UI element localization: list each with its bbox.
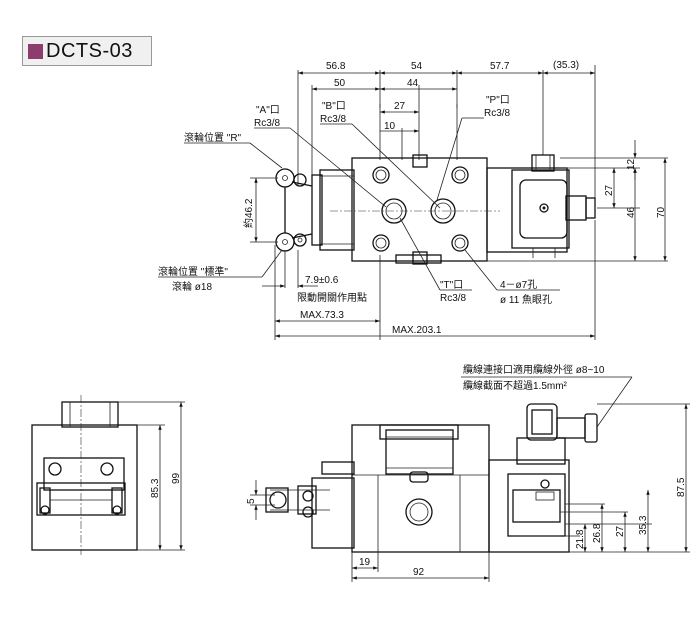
dim-5: 5 (246, 498, 257, 504)
page-title: DCTS-03 (46, 39, 133, 62)
dim-99: 99 (171, 472, 182, 484)
top-view: 56.8 54 57.7 (35.3) 50 44 27 10 (158, 60, 668, 340)
dim-57-7: 57.7 (490, 61, 510, 72)
dim-max-73-3: MAX.73.3 (300, 310, 344, 321)
dim-56-8: 56.8 (326, 61, 346, 72)
dim-27-right: 27 (604, 184, 615, 196)
dim-35-3-front: 35.3 (638, 515, 649, 535)
dim-21-8: 21.8 (575, 529, 586, 549)
port-t-label: "T"口 (440, 280, 463, 291)
port-p-thread: Rc3/8 (484, 108, 511, 119)
dim-max-203-1: MAX.203.1 (392, 325, 442, 336)
dim-27-front: 27 (615, 525, 626, 537)
port-circles (372, 166, 469, 252)
dim-50: 50 (334, 78, 346, 89)
dim-19: 19 (359, 557, 371, 568)
dim-44: 44 (407, 78, 419, 89)
dim-27-top: 27 (394, 101, 406, 112)
port-b-thread: Rc3/8 (320, 114, 347, 125)
roller-std-label: 滾輪位置 "標準" (158, 265, 228, 278)
dim-70: 70 (656, 206, 667, 218)
left-side-view: 85.3 99 (31, 395, 185, 555)
roller-r-label: 滾輪位置 "R" (184, 131, 242, 144)
limit-point-label: 限動開關作用點 (297, 291, 367, 304)
cable-note-2: 纜線截面不超過1.5mm² (463, 379, 568, 392)
port-p-label: "P"口 (486, 95, 510, 106)
holes-label: 4－ø7孔 (500, 279, 537, 291)
counterbore-label: ø 11 魚眼孔 (500, 293, 552, 306)
dim-26-8: 26.8 (592, 523, 603, 543)
dim-85-3: 85.3 (150, 478, 161, 498)
port-a-label: "A"口 (256, 105, 280, 116)
cable-note-1: 纜線連接口適用纜線外徑 ø8~10 (463, 363, 605, 376)
dim-12: 12 (626, 158, 637, 170)
dim-10: 10 (384, 121, 396, 132)
dim-stroke: 7.9±0.6 (305, 275, 339, 286)
title-box: DCTS-03 (22, 36, 152, 66)
port-b-label: "B"口 (322, 101, 346, 112)
port-t-thread: Rc3/8 (440, 293, 467, 304)
roller-dia-label: 滾輪 ø18 (172, 280, 212, 293)
dim-46-2: 約46.2 (242, 198, 255, 228)
dim-35-3: (35.3) (553, 60, 579, 71)
front-view: 5 19 92 87.5 21.8 26.8 27 35.3 纜線連接口適用纜線… (246, 363, 690, 582)
dim-92: 92 (413, 567, 425, 578)
dim-87-5: 87.5 (676, 477, 687, 497)
dim-54: 54 (411, 61, 423, 72)
title-square-icon (28, 43, 43, 59)
dim-46: 46 (626, 206, 637, 218)
port-a-thread: Rc3/8 (254, 118, 281, 129)
